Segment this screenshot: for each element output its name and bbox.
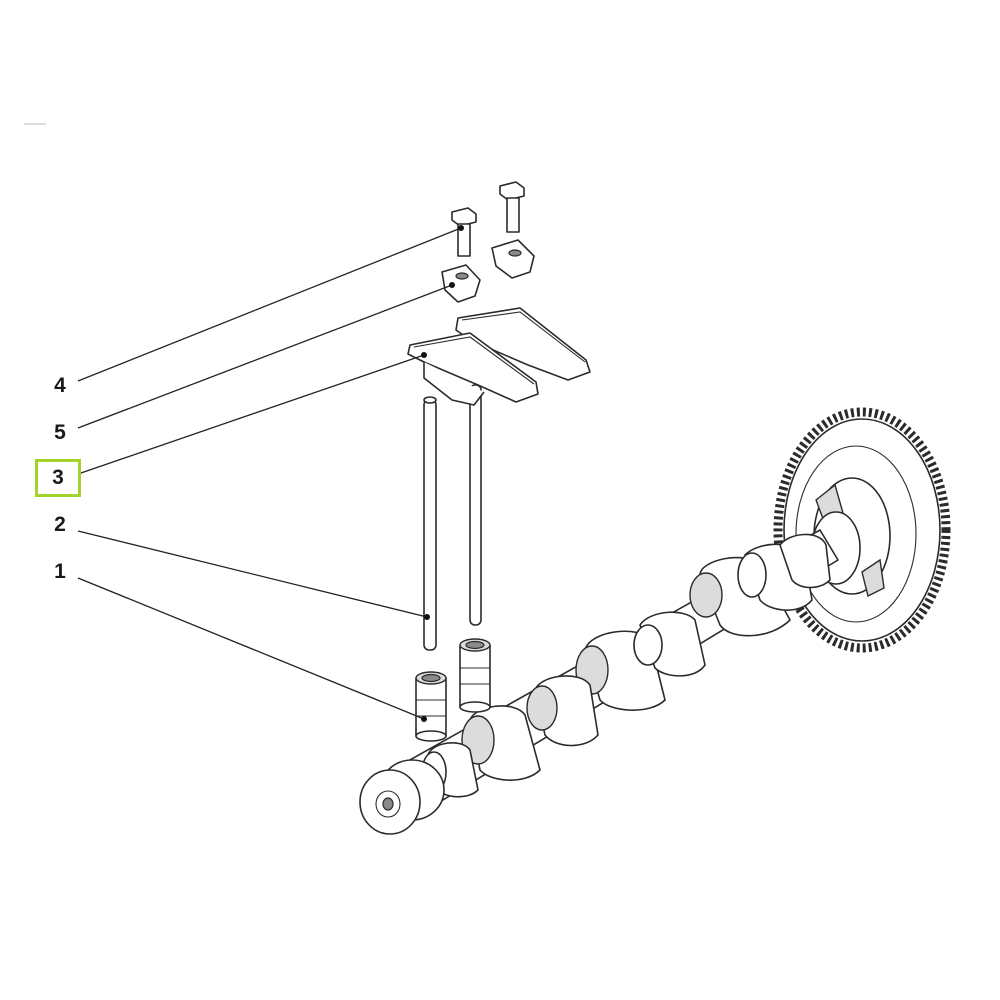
bolt-right xyxy=(499,181,525,233)
tappet-left xyxy=(415,671,447,742)
leader-lines xyxy=(77,225,464,722)
pedestal-right xyxy=(491,239,535,279)
camshaft xyxy=(359,529,839,835)
callout-1[interactable]: 1 xyxy=(54,560,66,583)
rocker-arm-front xyxy=(407,332,539,406)
callout-5[interactable]: 5 xyxy=(54,421,66,444)
callout-3-selected[interactable]: 3 xyxy=(35,459,81,497)
pedestal-left xyxy=(441,264,481,303)
callout-4[interactable]: 4 xyxy=(54,374,66,397)
bolt-left xyxy=(451,207,477,257)
tappet-right xyxy=(459,638,491,713)
callout-2[interactable]: 2 xyxy=(54,513,66,536)
push-rod-left xyxy=(423,396,437,651)
cam-gear xyxy=(773,407,951,653)
push-rod-right xyxy=(469,384,482,626)
